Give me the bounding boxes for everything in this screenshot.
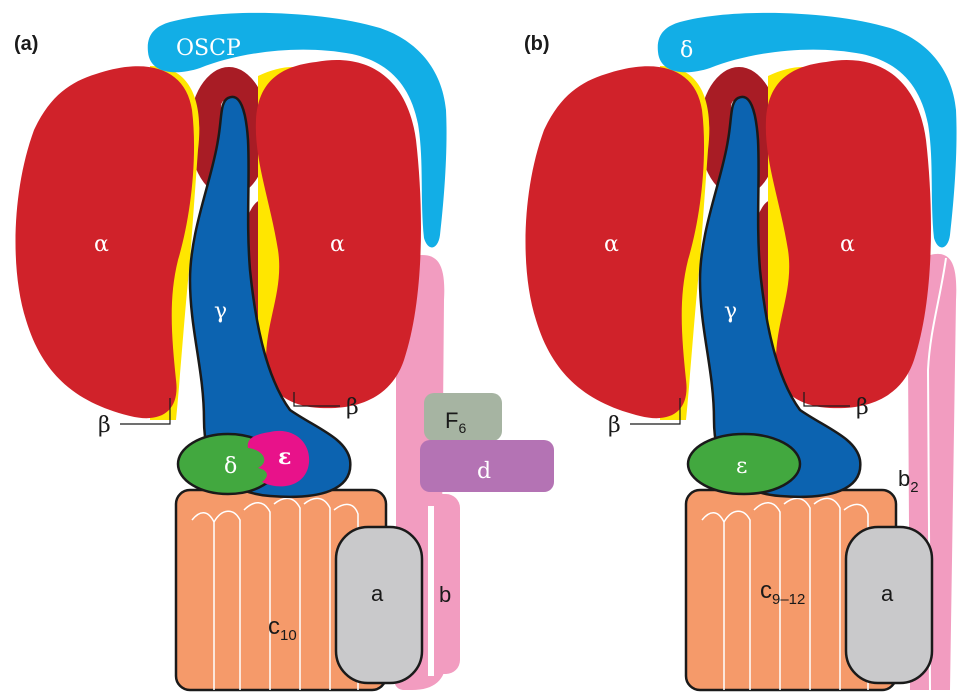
panel-b: (b) b2 c9–12 a α α bbox=[524, 13, 957, 690]
alpha-left-label: α bbox=[94, 232, 109, 257]
panel-a-label: (a) bbox=[14, 33, 38, 55]
oscp-label: OSCP bbox=[176, 36, 241, 61]
epsilon-b-label: ε bbox=[736, 454, 747, 479]
gamma-b-label: γ bbox=[724, 299, 737, 324]
subunit-b-gap bbox=[428, 506, 434, 676]
delta-label: δ bbox=[224, 454, 237, 479]
subunit-d-label: d bbox=[477, 459, 491, 484]
epsilon-label: ε bbox=[278, 444, 291, 470]
alpha-right-label: α bbox=[330, 232, 345, 257]
subunit-a-b-label: a bbox=[881, 581, 894, 606]
beta-right-label: β bbox=[346, 395, 359, 420]
beta-left-b-label: β bbox=[608, 413, 621, 438]
delta-top-label: δ bbox=[680, 38, 693, 63]
gamma-label: γ bbox=[214, 299, 227, 324]
beta-left-label: β bbox=[98, 413, 111, 438]
panel-b-label: (b) bbox=[524, 33, 550, 55]
panel-a: (a) F6 d c10 a b bbox=[14, 13, 554, 690]
alpha-left-b-label: α bbox=[604, 232, 619, 257]
subunit-a-label: a bbox=[371, 581, 384, 606]
beta-right-b-label: β bbox=[856, 395, 869, 420]
alpha-right-b-label: α bbox=[840, 232, 855, 257]
subunit-b-label: b bbox=[439, 582, 451, 607]
